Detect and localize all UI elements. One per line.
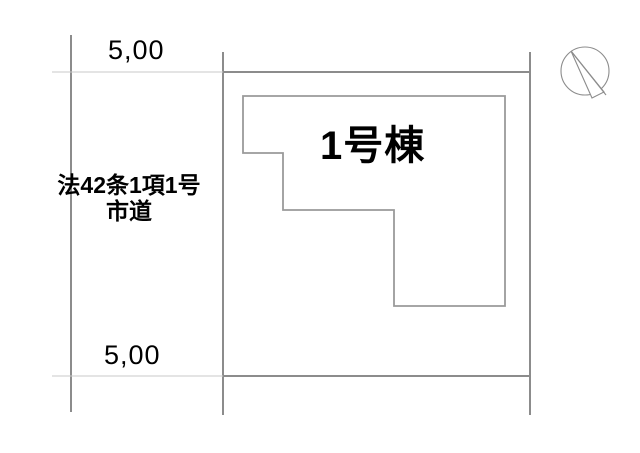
north-arrow-icon xyxy=(560,46,610,99)
lot-boundary-lines xyxy=(52,35,531,415)
road-designation-line1: 法42条1項1号 xyxy=(57,172,201,198)
dimension-label-top: 5,00 xyxy=(108,35,165,65)
road-designation-line2: 市道 xyxy=(106,198,152,225)
building-footprint-1 xyxy=(242,95,506,307)
compass-diagonal xyxy=(570,50,607,96)
road-designation-note: 法42条1項1号 市道 xyxy=(33,173,225,223)
dimension-label-bottom: 5,00 xyxy=(104,340,161,370)
building-label-1: 1号棟 xyxy=(320,124,426,168)
